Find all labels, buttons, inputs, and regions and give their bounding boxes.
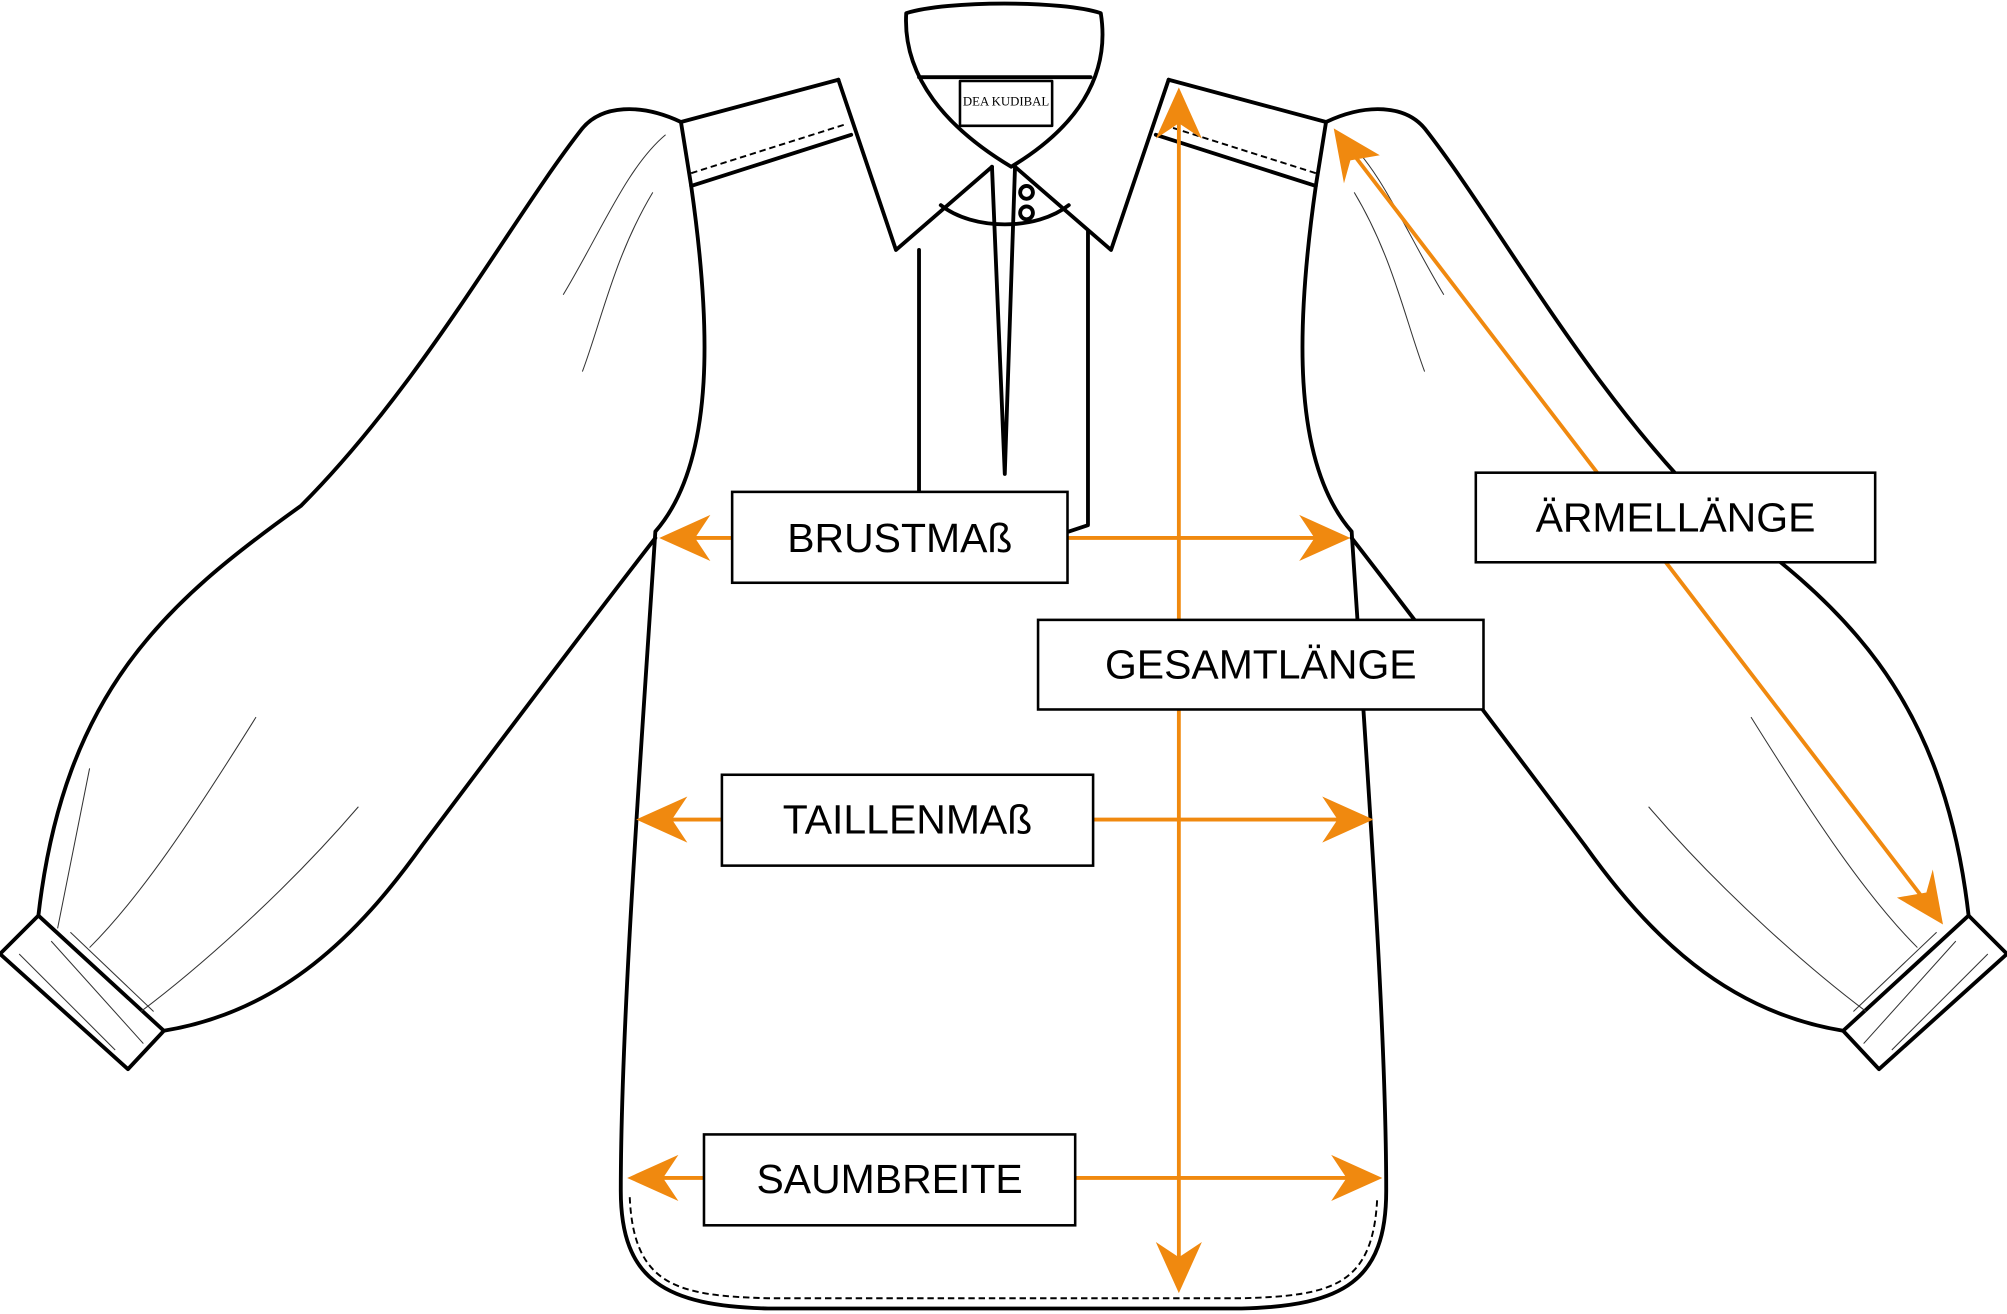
brand-label bbox=[958, 79, 1054, 128]
right-cuff bbox=[1841, 913, 2007, 1072]
sleeve-length-label-box bbox=[1474, 471, 1877, 564]
brand-tag-text: DEA KUDIBAL bbox=[963, 94, 1049, 108]
waist-label-box bbox=[720, 773, 1095, 867]
chest-label-box bbox=[730, 490, 1069, 585]
measurement-labels: BRUSTMAß GESAMTLÄNGE TAILLENMAß SAUMBREI… bbox=[702, 471, 1877, 1227]
total-length-label: GESAMTLÄNGE bbox=[1105, 642, 1417, 688]
hem-width-label: SAUMBREITE bbox=[757, 1156, 1023, 1202]
total-length-label-box bbox=[1036, 618, 1485, 711]
sleeve-length-label: ÄRMELLÄNGE bbox=[1536, 494, 1816, 540]
left-cuff bbox=[0, 913, 166, 1072]
hem-width-label-box bbox=[702, 1133, 1077, 1227]
left-sleeve bbox=[36, 107, 683, 1033]
shirt-body bbox=[618, 184, 1389, 1311]
button bbox=[1018, 184, 1035, 201]
placket bbox=[917, 164, 1090, 534]
waist-label: TAILLENMAß bbox=[783, 797, 1032, 843]
chest-label: BRUSTMAß bbox=[787, 515, 1012, 561]
collar bbox=[904, 1, 1105, 169]
button bbox=[1018, 204, 1035, 222]
